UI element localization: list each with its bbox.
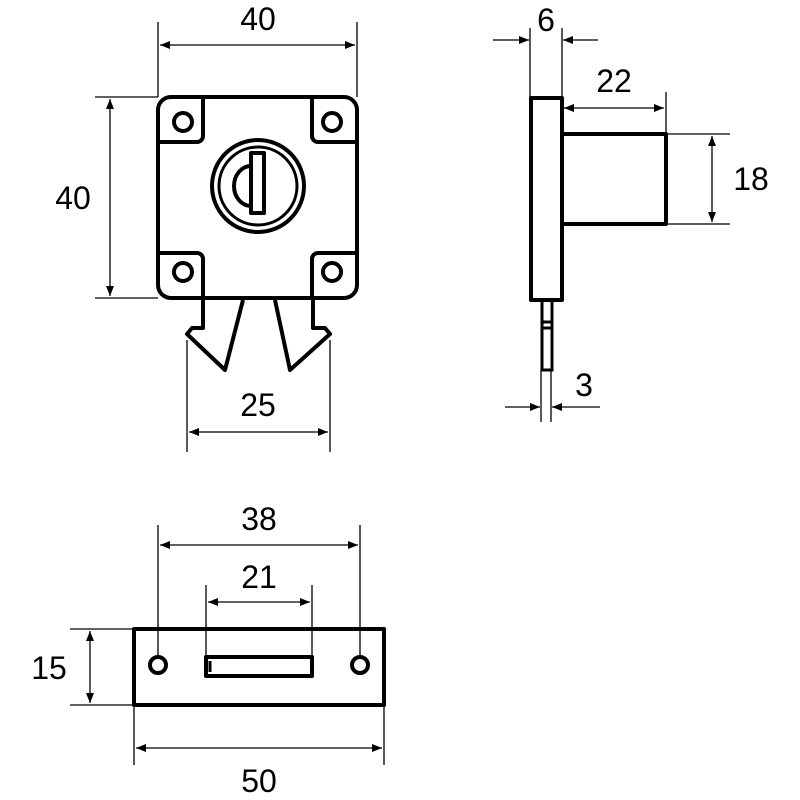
- dim-front-width: 40: [240, 1, 276, 37]
- dim-slot-width: 21: [241, 559, 277, 595]
- screw-hole-icon: [321, 111, 343, 133]
- left-bolt: [185, 298, 245, 372]
- key-cam-icon: [232, 164, 252, 208]
- dim-plate-thickness: 6: [537, 2, 555, 38]
- key-cylinder-inner: [217, 145, 299, 227]
- screw-hole-icon: [172, 111, 194, 133]
- keyhole-slot-icon: [249, 151, 266, 215]
- strike-plate: [132, 627, 386, 707]
- side-view: 6 22 18 3: [493, 2, 769, 422]
- dim-tab-thickness: 3: [575, 367, 593, 403]
- corner-pads: [158, 97, 357, 298]
- right-bolt: [273, 298, 332, 372]
- dim-cylinder-height: 18: [733, 161, 769, 197]
- side-cylinder: [560, 132, 668, 226]
- side-plate: [529, 96, 564, 302]
- side-tab: [540, 300, 554, 372]
- screw-hole-icon: [148, 655, 168, 675]
- dim-front-height: 40: [55, 180, 91, 216]
- key-cylinder-outer: [210, 138, 306, 234]
- strike-slot: [204, 655, 314, 678]
- dim-bolt-span: 25: [240, 387, 276, 423]
- front-view: 40 40 25: [55, 1, 359, 452]
- screw-hole-icon: [321, 261, 343, 283]
- lock-body-outline: [156, 95, 359, 300]
- screw-hole-icon: [172, 261, 194, 283]
- dim-strike-width: 50: [241, 763, 277, 799]
- screw-hole-icon: [350, 655, 370, 675]
- dim-strike-height: 15: [31, 650, 67, 686]
- dim-hole-spacing: 38: [241, 501, 277, 537]
- dim-cylinder-length: 22: [596, 63, 632, 99]
- strike-plate-view: 38 21 15 50: [31, 501, 386, 799]
